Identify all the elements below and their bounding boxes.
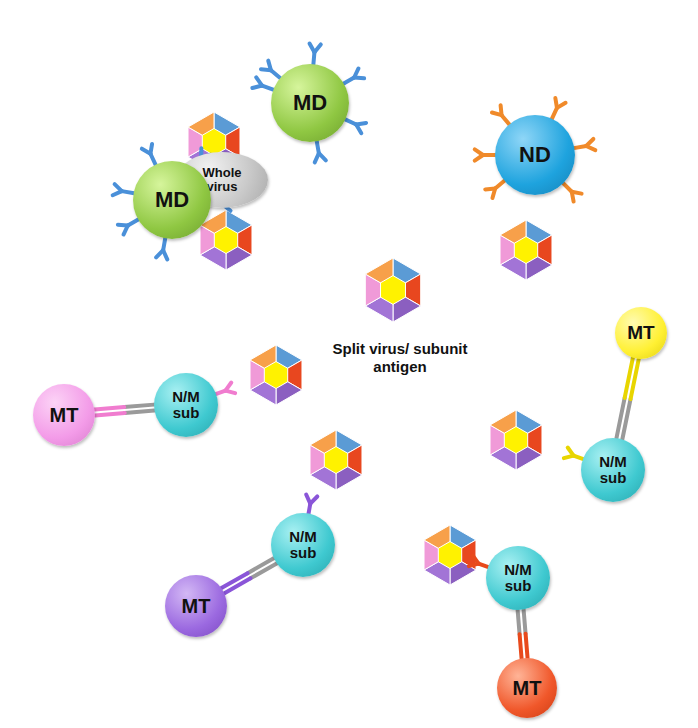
antibody xyxy=(475,149,497,160)
node-label: N/M sub xyxy=(281,529,325,562)
antibody xyxy=(214,383,235,395)
mt-cell: MT xyxy=(615,307,667,359)
node-label: MT xyxy=(182,595,211,617)
nd-cell: ND xyxy=(495,115,575,195)
antibody xyxy=(342,68,364,84)
node-label: ND xyxy=(519,143,551,167)
antibody xyxy=(564,448,585,460)
node-label: MT xyxy=(627,323,654,344)
node-label: N/M sub xyxy=(591,454,635,487)
md-cell: MD xyxy=(271,64,349,142)
antigen-core xyxy=(438,542,461,569)
nm-sub-cell: N/M sub xyxy=(486,546,550,610)
antibody xyxy=(485,179,506,198)
antibody xyxy=(113,184,136,195)
receptor-link xyxy=(95,405,155,416)
antibody xyxy=(562,182,582,202)
antigen-core xyxy=(324,447,347,474)
node-label: MT xyxy=(50,404,79,426)
antibody xyxy=(344,119,367,134)
antigen-icon xyxy=(310,430,362,490)
antibody xyxy=(492,105,511,126)
antibody xyxy=(261,61,282,80)
md-cell: MD xyxy=(133,161,211,239)
node-label: MD xyxy=(155,188,189,212)
antigen-icon xyxy=(200,210,252,270)
mt-cell: MT xyxy=(165,575,227,637)
receptor-link xyxy=(518,610,528,659)
antibody xyxy=(315,139,326,162)
antibody xyxy=(306,495,317,516)
antigen-core xyxy=(514,237,537,264)
receptor-link xyxy=(221,558,276,593)
antibody xyxy=(252,77,275,90)
nm-sub-cell: N/M sub xyxy=(154,373,218,437)
antibody xyxy=(118,219,140,235)
node-label: N/M sub xyxy=(164,389,208,422)
antibody xyxy=(572,139,595,150)
antigen-core xyxy=(504,427,527,454)
antibody xyxy=(142,144,157,167)
antibody xyxy=(551,98,566,121)
antigen-icon xyxy=(424,525,476,585)
antibody xyxy=(310,43,321,66)
antigen-icon xyxy=(365,258,420,322)
antigen-icon xyxy=(500,220,552,280)
antigen-icon xyxy=(490,410,542,470)
node-label: MD xyxy=(293,91,327,115)
mt-cell: MT xyxy=(497,658,557,718)
antibody xyxy=(156,236,167,259)
antigen-core xyxy=(381,276,406,305)
receptor-link xyxy=(616,358,638,439)
antigen-core xyxy=(264,362,287,389)
antigen-label: Split virus/ subunit antigen xyxy=(330,340,470,376)
nm-sub-cell: N/M sub xyxy=(581,438,645,502)
antigen-core xyxy=(214,227,237,254)
node-label: N/M sub xyxy=(496,562,540,595)
antigen-icon xyxy=(250,345,302,405)
node-label: MT xyxy=(513,677,542,699)
antibody xyxy=(469,556,490,568)
nm-sub-cell: N/M sub xyxy=(271,513,335,577)
mt-cell: MT xyxy=(33,384,95,446)
